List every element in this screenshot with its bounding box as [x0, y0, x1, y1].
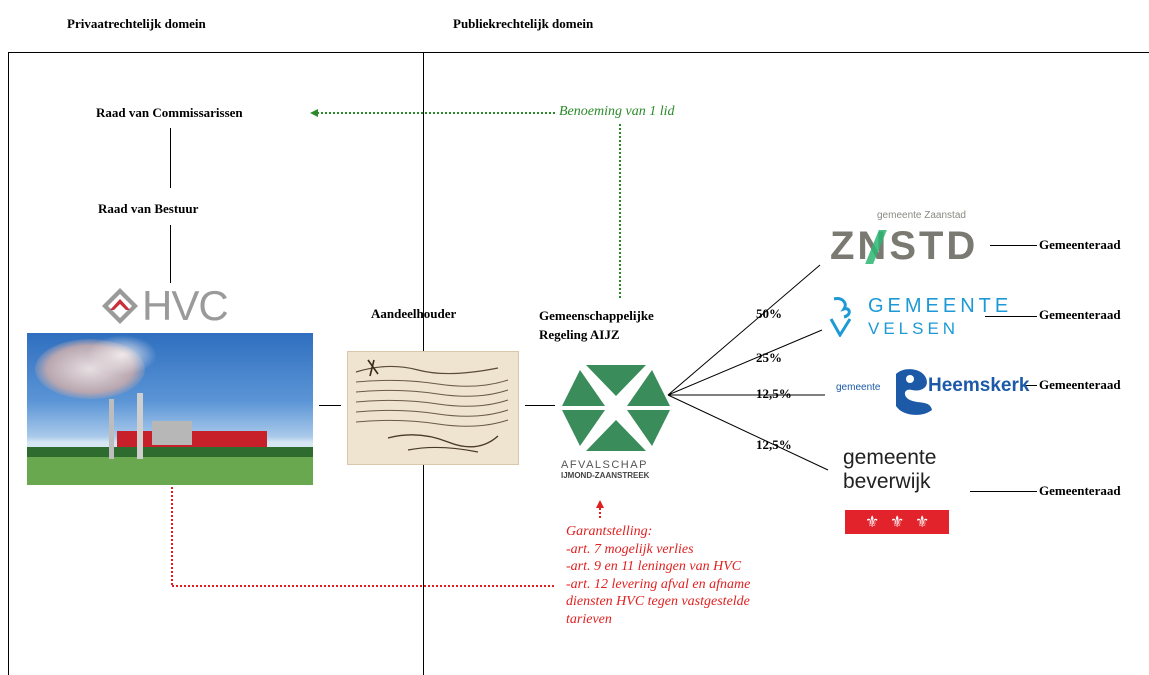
afvalschap-logo-icon [562, 365, 670, 451]
beverwijk-logo: gemeente beverwijk ⚜ ⚜ ⚜ [843, 447, 953, 537]
raad-van-commissarissen: Raad van Commissarissen [96, 105, 243, 120]
gemeenteraad-zaanstad: Gemeenteraad [1039, 237, 1121, 252]
garantstelling-text: Garantstelling: -art. 7 mogelijk verlies… [566, 524, 751, 627]
fleur-icon: ⚜ [915, 514, 930, 531]
aandeelhouder-label: Aandeelhouder [371, 306, 457, 321]
hvc-logo-text: HVC [142, 282, 229, 329]
gemeenteraad-beverwijk: Gemeenteraad [1039, 483, 1121, 498]
private-domain-header: Privaatrechtelijk domein [67, 16, 206, 31]
share-heemskerk: 12,5% [756, 386, 792, 401]
hvc-logo: HVC [100, 282, 240, 329]
share-beverwijk: 12,5% [756, 437, 792, 452]
fleur-icon: ⚜ [865, 514, 880, 531]
hvc-plant-photo [27, 333, 313, 485]
raad-van-bestuur: Raad van Bestuur [98, 201, 199, 216]
gemeenschappelijke-regeling-label: Gemeenschappelijke Regeling AIJZ [539, 308, 654, 342]
velsen-logo: GEMEENTE VELSEN [828, 295, 1008, 341]
afvalschap-name: AFVALSCHAP [561, 459, 648, 471]
afvalschap-region: IJMOND-ZAANSTREEK [561, 471, 650, 480]
hvc-logo-icon [102, 288, 138, 324]
aandeelhouder-deed-image [347, 351, 519, 465]
share-velsen: 25% [756, 350, 782, 365]
velsen-logo-icon [829, 297, 852, 337]
gemeenteraad-velsen: Gemeenteraad [1039, 307, 1121, 322]
zaanstad-logo: gemeente Zaanstad ZNSTD [830, 210, 979, 268]
public-domain-header: Publiekrechtelijk domein [453, 16, 594, 31]
heemskerk-logo: gemeente Heemskerk [836, 366, 1029, 418]
share-zaanstad: 50% [756, 306, 782, 321]
beverwijk-flag: ⚜ ⚜ ⚜ [845, 510, 949, 534]
gemeenteraad-heemskerk: Gemeenteraad [1039, 377, 1121, 392]
heemskerk-logo-icon [896, 369, 932, 415]
benoeming-label: Benoeming van 1 lid [559, 104, 675, 119]
afvalschap-logo: AFVALSCHAP IJMOND-ZAANSTREEK [560, 362, 672, 482]
fleur-icon: ⚜ [890, 514, 905, 531]
